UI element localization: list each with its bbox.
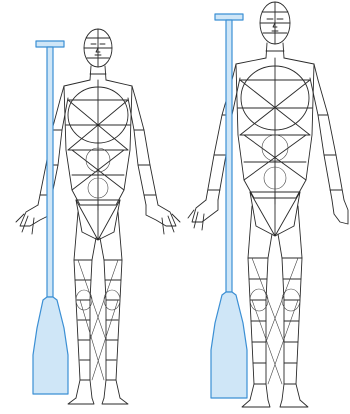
- shorter-paddle: [33, 41, 68, 394]
- taller-paddle: [211, 14, 247, 398]
